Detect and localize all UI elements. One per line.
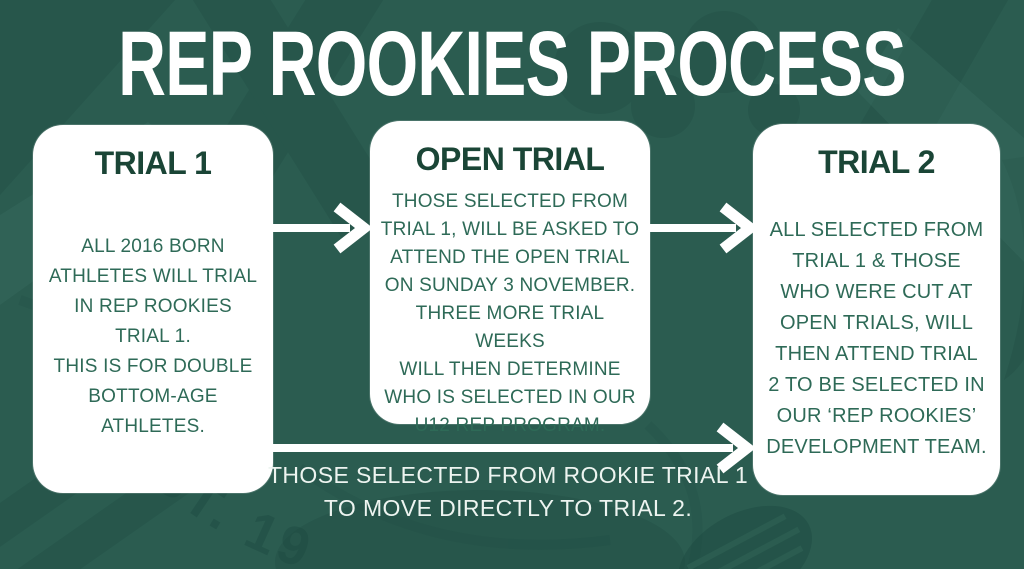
page-title: REP ROOKIES PROCESS <box>118 13 906 115</box>
card-trial-2-heading: TRIAL 2 <box>818 144 935 180</box>
bottom-arrow-label: THOSE SELECTED FROM ROOKIE TRIAL 1 TO MO… <box>267 462 749 521</box>
title-row: REP ROOKIES PROCESS <box>0 16 1024 112</box>
card-open-trial-body: THOSE SELECTED FROM TRIAL 1, WILL BE ASK… <box>380 191 640 436</box>
card-trial-1: TRIAL 1 ALL 2016 BORN ATHLETES WILL TRIA… <box>33 125 273 493</box>
card-trial-2-body: ALL SELECTED FROM TRIAL 1 & THOSE WHO WE… <box>766 219 987 458</box>
watermark-ball <box>678 505 812 569</box>
card-open-trial: OPEN TRIAL THOSE SELECTED FROM TRIAL 1, … <box>370 121 650 436</box>
card-trial-1-body: ALL 2016 BORN ATHLETES WILL TRIAL IN REP… <box>48 236 258 437</box>
card-open-trial-heading: OPEN TRIAL <box>415 141 605 177</box>
card-trial-1-heading: TRIAL 1 <box>94 145 212 181</box>
card-trial-2: TRIAL 2 ALL SELECTED FROM TRIAL 1 & THOS… <box>753 124 1000 495</box>
